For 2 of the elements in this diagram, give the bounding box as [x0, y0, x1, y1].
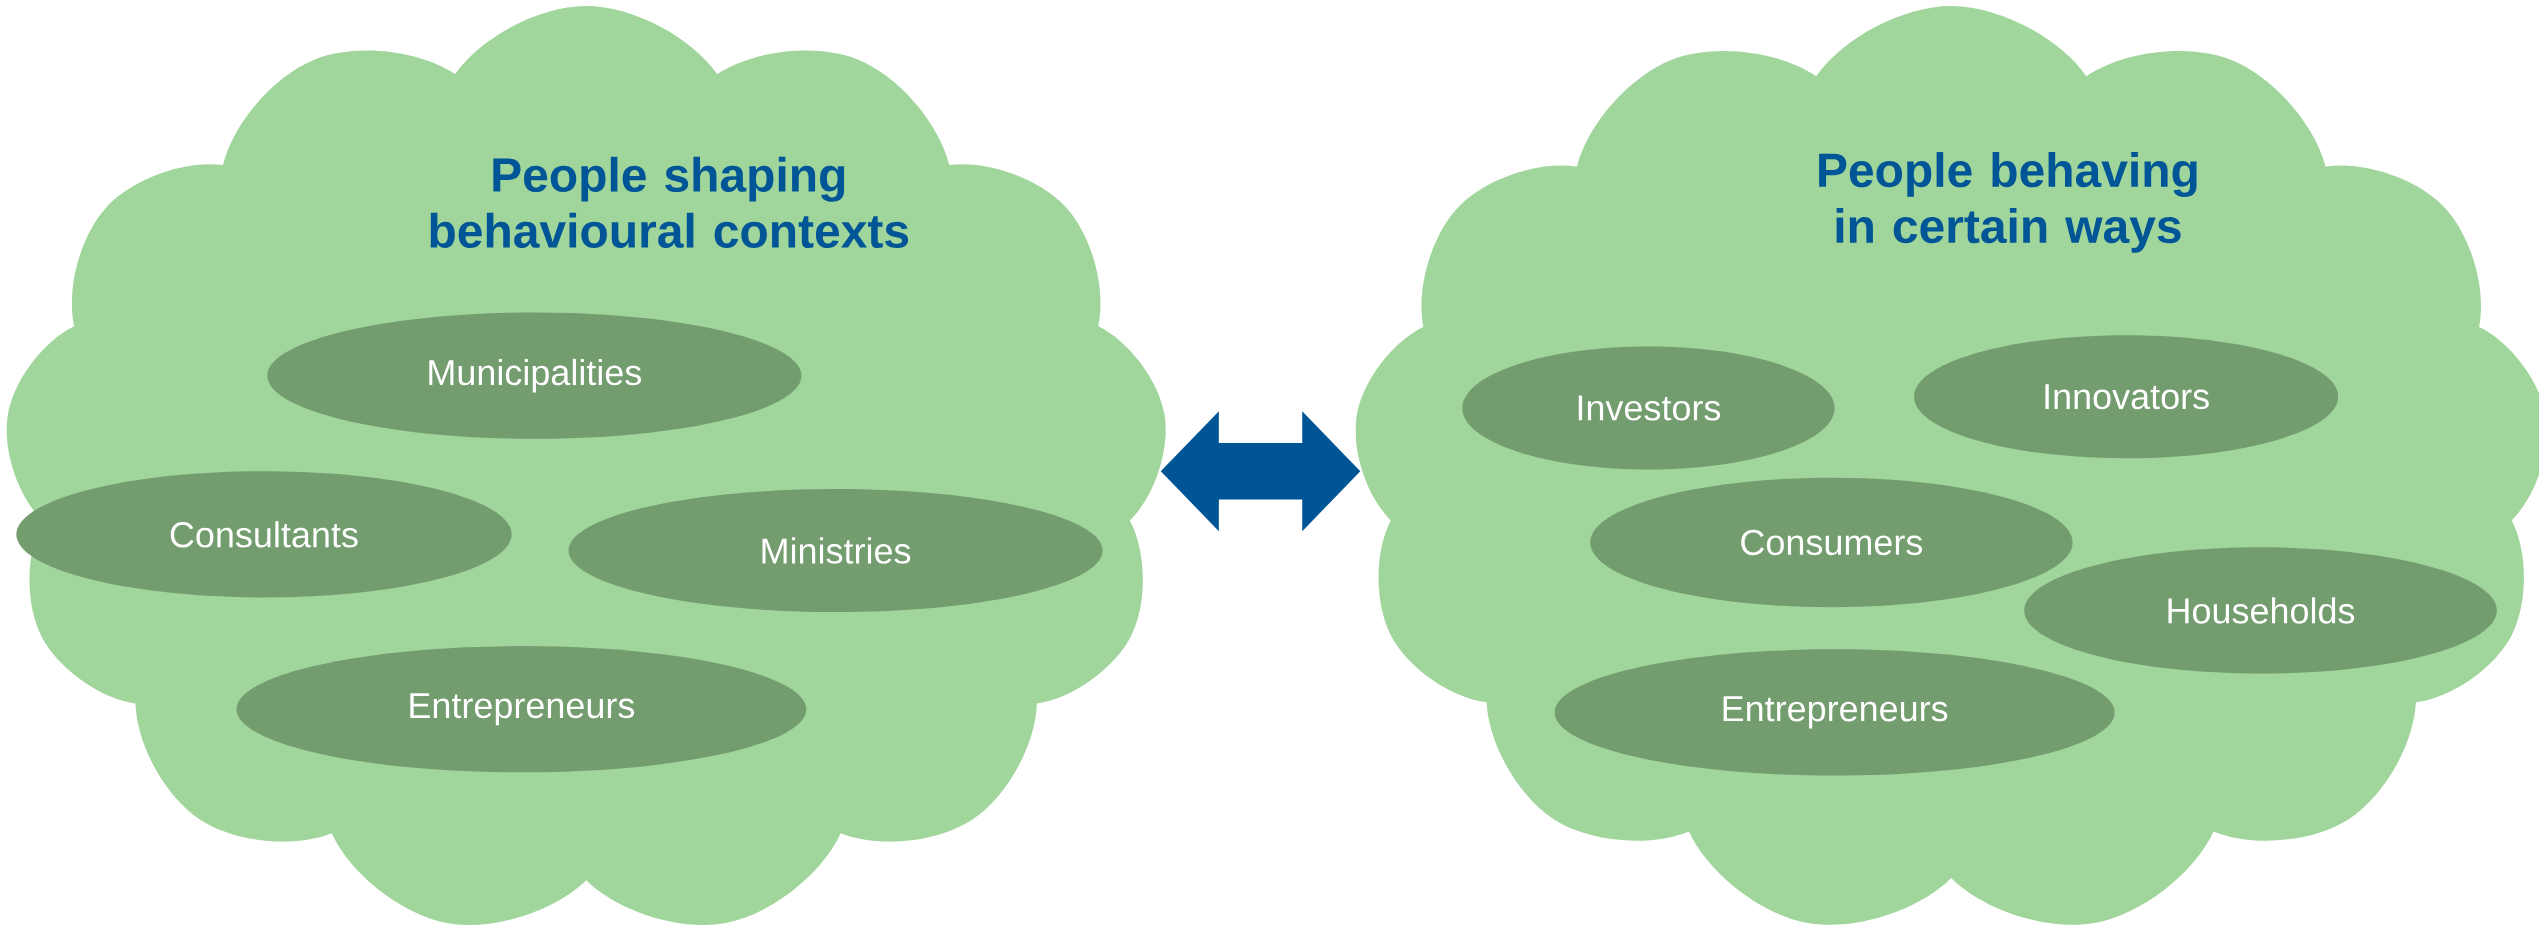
- cloud-title: People shaping behavioural contexts: [430, 157, 909, 249]
- cloud-title: People behaving in certain ways: [1819, 152, 2197, 253]
